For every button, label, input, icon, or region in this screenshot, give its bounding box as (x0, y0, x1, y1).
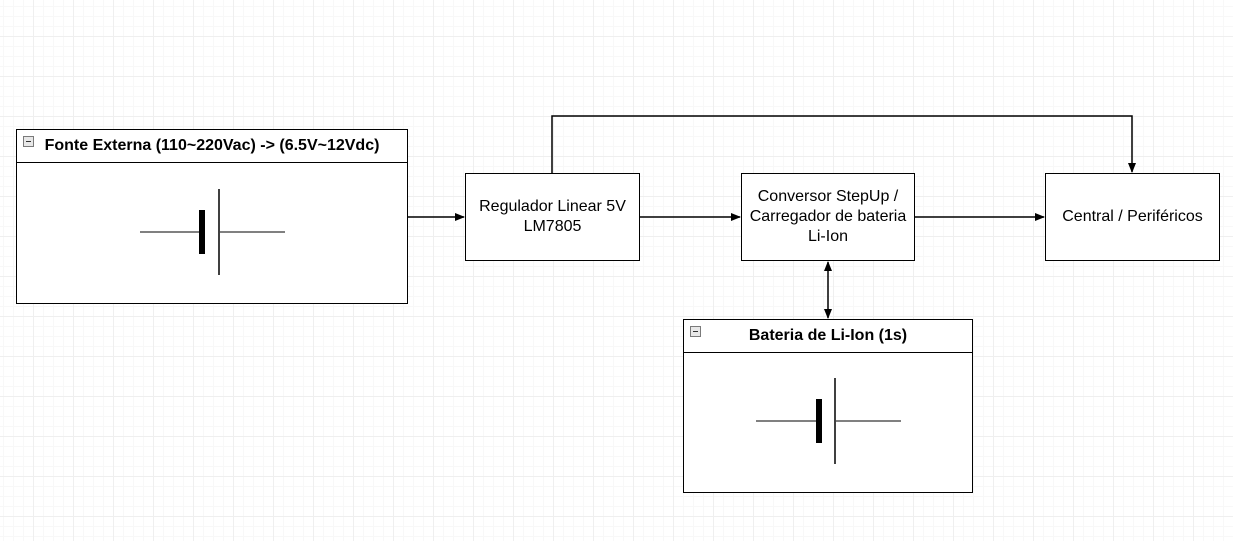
collapse-icon[interactable] (690, 326, 701, 337)
conversor-label: Conversor StepUp / Carregador de bateria… (749, 188, 907, 245)
conversor-block[interactable]: Conversor StepUp / Carregador de bateria… (741, 173, 915, 261)
bateria-title: Bateria de Li-Ion (1s) (748, 327, 908, 344)
fonte-externa-header[interactable]: Fonte Externa (110~220Vac) -> (6.5V~12Vd… (17, 130, 407, 163)
central-label: Central / Periféricos (1062, 208, 1203, 225)
battery-symbol-icon (140, 189, 285, 275)
regulador-block[interactable]: Regulador Linear 5V LM7805 (465, 173, 640, 261)
edge-regulador-to-central[interactable] (551, 115, 1136, 173)
bateria-container[interactable]: Bateria de Li-Ion (1s) (683, 319, 973, 493)
fonte-externa-title: Fonte Externa (110~220Vac) -> (6.5V~12Vd… (44, 137, 380, 154)
fonte-externa-container[interactable]: Fonte Externa (110~220Vac) -> (6.5V~12Vd… (16, 129, 408, 304)
bateria-header[interactable]: Bateria de Li-Ion (1s) (684, 320, 972, 353)
collapse-icon[interactable] (23, 136, 34, 147)
battery-symbol-icon (756, 378, 901, 464)
central-block[interactable]: Central / Periféricos (1045, 173, 1220, 261)
regulador-label: Regulador Linear 5V LM7805 (479, 198, 626, 235)
